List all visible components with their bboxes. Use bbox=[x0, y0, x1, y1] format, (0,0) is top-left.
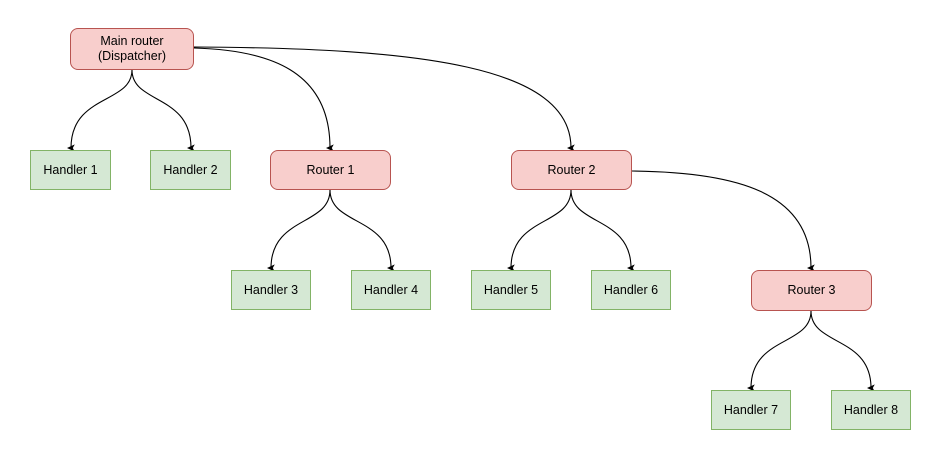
node-label-handler-3: Handler 3 bbox=[243, 282, 299, 297]
node-label-router-3: Router 3 bbox=[787, 283, 836, 297]
edge-router-3-to-handler-7 bbox=[747, 310, 812, 392]
edge-main-router-to-handler-1 bbox=[67, 69, 133, 152]
node-router-1[interactable]: Router 1 bbox=[270, 150, 391, 190]
edge-router-3-to-handler-8 bbox=[810, 310, 875, 392]
node-router-2[interactable]: Router 2 bbox=[511, 150, 632, 190]
node-label-handler-4: Handler 4 bbox=[363, 282, 419, 297]
node-label-router-1: Router 1 bbox=[306, 162, 355, 177]
node-label-handler-7: Handler 7 bbox=[723, 402, 779, 417]
node-label-handler-5: Handler 5 bbox=[483, 282, 539, 297]
node-handler-3[interactable]: Handler 3 bbox=[231, 270, 311, 310]
node-handler-6[interactable]: Handler 6 bbox=[591, 270, 671, 310]
node-label-handler-2: Handler 2 bbox=[163, 162, 218, 177]
edge-main-router-to-router-2 bbox=[193, 46, 575, 152]
node-label-handler-6: Handler 6 bbox=[603, 282, 659, 297]
edge-main-router-to-router-1 bbox=[193, 47, 334, 152]
node-label-handler-1: Handler 1 bbox=[43, 162, 98, 177]
edge-router-1-to-handler-3 bbox=[267, 189, 331, 272]
edge-group bbox=[67, 46, 875, 392]
node-label-router-2: Router 2 bbox=[547, 162, 596, 177]
node-handler-5[interactable]: Handler 5 bbox=[471, 270, 551, 310]
node-handler-4[interactable]: Handler 4 bbox=[351, 270, 431, 310]
edge-router-1-to-handler-4 bbox=[329, 189, 395, 272]
node-handler-1[interactable]: Handler 1 bbox=[30, 150, 111, 190]
edge-router-2-to-handler-6 bbox=[570, 189, 635, 272]
edge-router-2-to-handler-5 bbox=[507, 189, 572, 272]
edge-router-2-to-router-3 bbox=[631, 170, 815, 272]
node-main-router[interactable]: Main router (Dispatcher) bbox=[70, 28, 194, 70]
node-label-main-router: Main router (Dispatcher) bbox=[97, 34, 167, 63]
node-handler-8[interactable]: Handler 8 bbox=[831, 390, 911, 430]
node-handler-2[interactable]: Handler 2 bbox=[150, 150, 231, 190]
node-handler-7[interactable]: Handler 7 bbox=[711, 390, 791, 430]
node-router-3[interactable]: Router 3 bbox=[751, 270, 872, 311]
edge-main-router-to-handler-2 bbox=[131, 69, 195, 152]
node-label-handler-8: Handler 8 bbox=[843, 402, 899, 417]
